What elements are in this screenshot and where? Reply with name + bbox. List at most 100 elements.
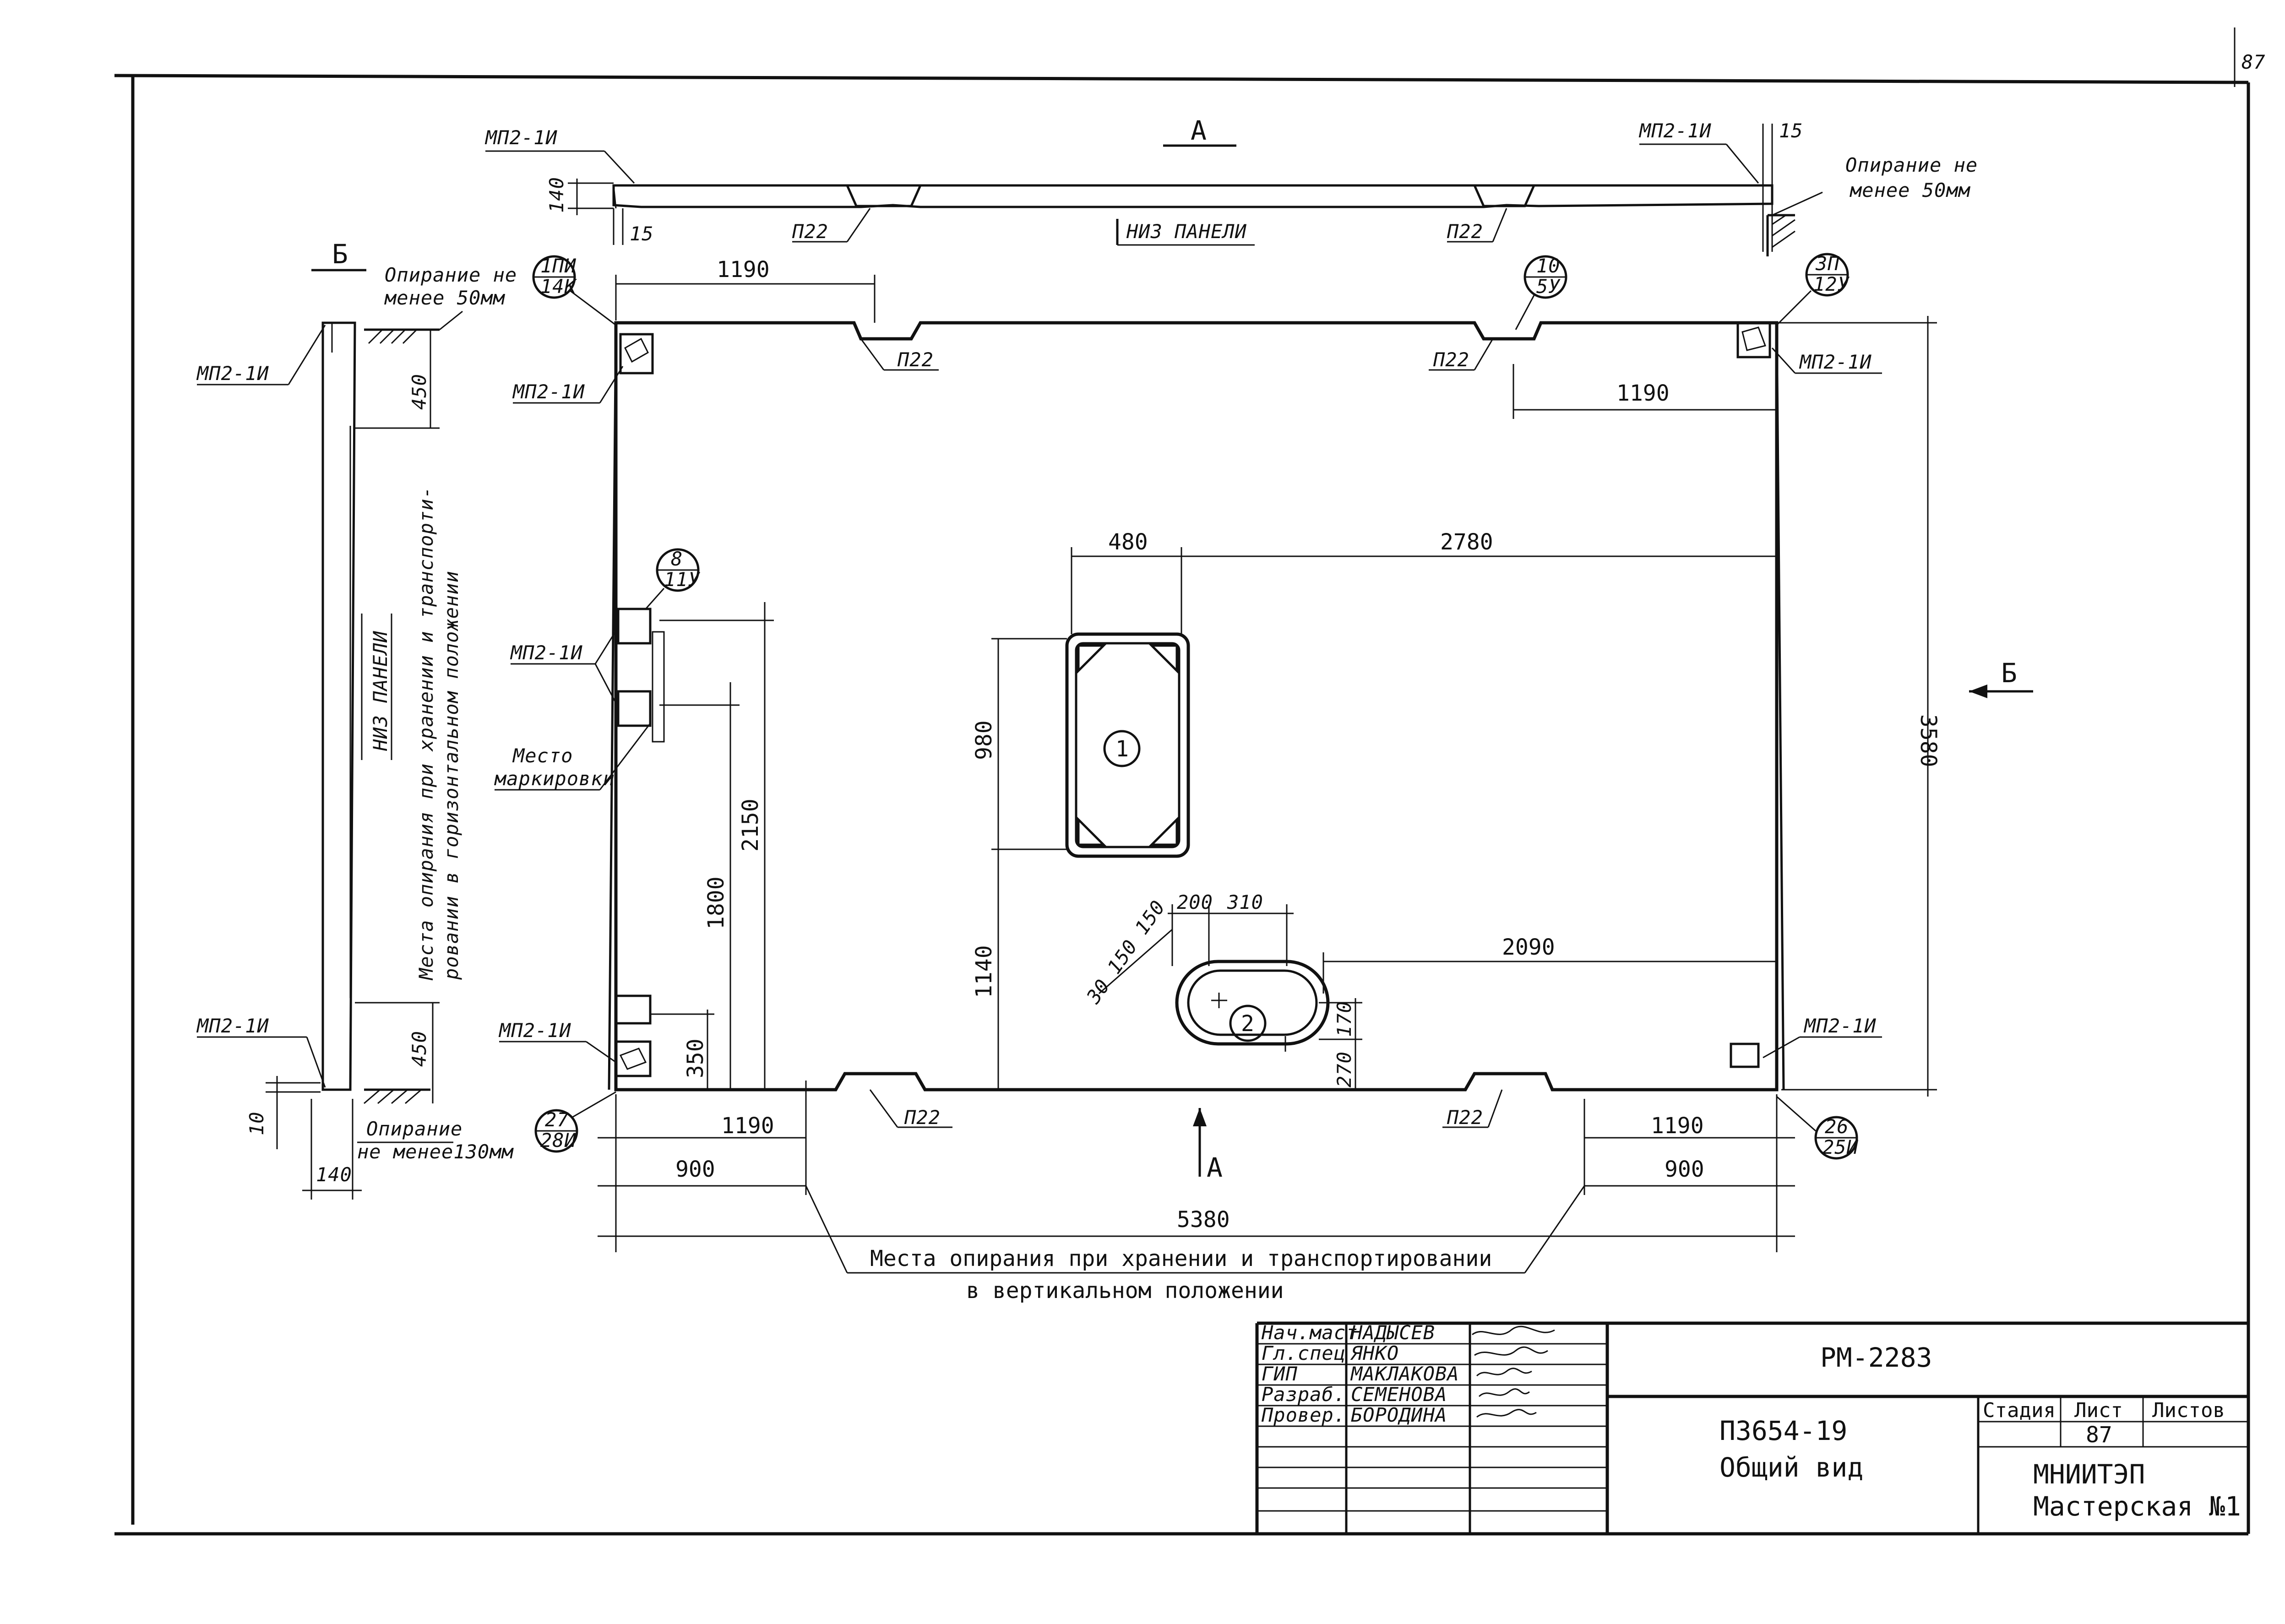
tb-org-line2: Мастерская №1 [2033, 1491, 2241, 1522]
opening-2: 2 [1175, 960, 1330, 1052]
dim-opening2-right: 2090 [1502, 934, 1555, 960]
node-ref-6-bottom: 25И [1823, 1136, 1859, 1158]
section-b-dim-top: 450 [408, 374, 430, 410]
node-ref-1: 1ПИ 14К [532, 255, 616, 326]
node-ref-2: 10 5У [1515, 255, 1567, 330]
tb-sheet-number: 87 [2086, 1422, 2112, 1448]
plan-part-bottom-left: МП2-1И [498, 1019, 571, 1042]
dim-marking-1800: 1800 [703, 876, 729, 929]
node-ref-4-bottom: 11У [664, 568, 701, 591]
tb-sheet-header: Лист [2074, 1399, 2123, 1422]
node-ref-2-top: 10 [1536, 255, 1561, 277]
tb-product-title: Общий вид [1719, 1452, 1863, 1483]
tb-role-3: ГИП [1262, 1363, 1298, 1385]
tb-role-1: Нач.маст [1261, 1321, 1358, 1344]
section-a-thickness: 140 [545, 177, 568, 213]
section-b-part-top: МП2-1И [196, 362, 269, 385]
section-a-label: А [1191, 115, 1207, 146]
dim-opening1-width: 480 [1108, 529, 1148, 555]
sheet-corner-mark: 87 [2241, 51, 2266, 73]
dim-top-left-1190: 1190 [717, 257, 770, 282]
node-ref-4: 8 11У [645, 548, 701, 609]
storage-note-line1: Места опирания при хранении и транспорти… [870, 1246, 1492, 1271]
tb-doc-code: РМ-2283 [1820, 1342, 1932, 1373]
embedded-part-left-middle [617, 608, 665, 743]
tb-name-4: СЕМЕНОВА [1351, 1383, 1447, 1406]
plan-loop-bottom-left: П22 [904, 1106, 941, 1129]
dim-total-width: 5380 [1177, 1207, 1230, 1233]
tb-name-5: БОРОДИНА [1351, 1404, 1447, 1426]
plan-part-top-left: МП2-1И [512, 380, 585, 403]
dim-bottom-right-1190: 1190 [1651, 1113, 1704, 1139]
sheet-frame: 87 [114, 27, 2266, 1536]
tb-name-2: ЯНКО [1350, 1342, 1399, 1364]
tb-product-code: П3654-19 [1719, 1415, 1847, 1446]
plan-loop-bottom-right: П22 [1447, 1106, 1483, 1129]
node-ref-2-bottom: 5У [1536, 275, 1561, 298]
tb-sheets-header: Листов [2152, 1399, 2225, 1422]
section-b-bearing-top-line2: менее 50мм [384, 287, 506, 309]
section-b-support-line2: ровании в горизонтальном положении [440, 570, 462, 980]
section-b-bearing-bottom-line2: не менее130мм [357, 1141, 514, 1163]
title-block: Нач.маст НАДЫСЕВ Гл.спец ЯНКО ГИП МАКЛАК… [1255, 1321, 2248, 1534]
marking-place-line2: маркировки [494, 767, 615, 790]
section-b-dim-offset: 10 [245, 1111, 268, 1135]
tb-name-1: НАДЫСЕВ [1350, 1321, 1435, 1344]
tb-stage-header: Стадия [1983, 1399, 2056, 1422]
node-ref-6-top: 26 [1825, 1115, 1849, 1138]
dim-bottom-left-1190: 1190 [721, 1113, 774, 1139]
section-a-bearing-line1: Опирание не [1845, 154, 1978, 176]
node-ref-6: 26 25И [1776, 1096, 1859, 1160]
dim-opening2-200: 200 [1177, 891, 1213, 913]
section-a-part-right: МП2-1И [1638, 119, 1712, 142]
embedded-part-bottom-left [615, 994, 652, 1077]
dim-opening1-right: 2780 [1440, 529, 1493, 555]
dim-opening1-bottom: 1140 [971, 945, 997, 998]
node-ref-5-top: 27 [545, 1108, 569, 1131]
plan-loop-top-left: П22 [897, 348, 934, 371]
section-b-bearing-bottom-line1: Опирание [366, 1118, 462, 1140]
section-b-support-line1: Места опирания при хранении и транспорти… [415, 486, 437, 981]
node-ref-4-top: 8 [671, 548, 683, 570]
plan-part-left-middle: МП2-1И [510, 641, 583, 664]
dim-marking-2150: 2150 [738, 798, 763, 852]
view-a-arrow-label: А [1207, 1152, 1223, 1183]
section-b-part-bottom: МП2-1И [196, 1015, 269, 1037]
dim-top-right-1190: 1190 [1616, 380, 1670, 406]
dim-opening2-270: 270 [1333, 1051, 1355, 1087]
node-ref-3-top: 3П [1815, 252, 1840, 275]
marking-place-line1: Место [512, 744, 573, 767]
node-ref-1-top: 1ПИ [540, 255, 577, 277]
section-b-label: Б [332, 239, 348, 270]
opening-1-id: 1 [1115, 736, 1129, 762]
storage-note-line2: в вертикальном положении [966, 1278, 1284, 1304]
tb-name-3: МАКЛАКОВА [1350, 1363, 1459, 1385]
section-b-dim-bottom: 450 [408, 1031, 430, 1067]
section-b-dim-thickness: 140 [316, 1163, 352, 1186]
plan-part-bottom-right: МП2-1И [1803, 1015, 1877, 1037]
tb-role-2: Гл.спец [1262, 1342, 1346, 1364]
plan-view: П22 П22 П22 П22 МП2-1И МП2-1И МП2-1И МП2… [494, 252, 2033, 1304]
dim-total-height: 3580 [1915, 714, 1941, 767]
section-b: Б Опирание не менее 50мм Опирание не мен… [196, 239, 517, 1200]
tb-role-5: Провер. [1261, 1404, 1346, 1426]
signatures [1472, 1325, 1555, 1418]
section-a-bearing-line2: менее 50мм [1850, 179, 1971, 201]
tb-role-4: Разраб. [1262, 1383, 1346, 1406]
dim-opening2-310: 310 [1227, 891, 1263, 913]
section-a-loop-right: П22 [1447, 220, 1483, 243]
plan-part-top-right: МП2-1И [1799, 351, 1872, 373]
node-ref-3: 3П 12У [1776, 252, 1850, 326]
section-a-loop-left: П22 [792, 220, 828, 243]
section-a-offset-left: 15 [630, 223, 654, 245]
node-ref-5-bottom: 28И [540, 1129, 577, 1151]
embedded-part-top-left [619, 333, 654, 375]
section-a-bottom-label: НИЗ ПАНЕЛИ [1126, 220, 1247, 243]
opening-1: 1 [1065, 632, 1190, 858]
dim-opening2-small: 30 150 150 [1082, 896, 1169, 1008]
section-b-bottom-label: НИЗ ПАНЕЛИ [369, 630, 392, 751]
embedded-part-top-right [1736, 321, 1771, 358]
dim-bottom-left-900: 900 [675, 1157, 715, 1182]
embedded-part-bottom-right [1730, 1043, 1760, 1068]
dim-opening2-170: 170 [1333, 1001, 1355, 1037]
